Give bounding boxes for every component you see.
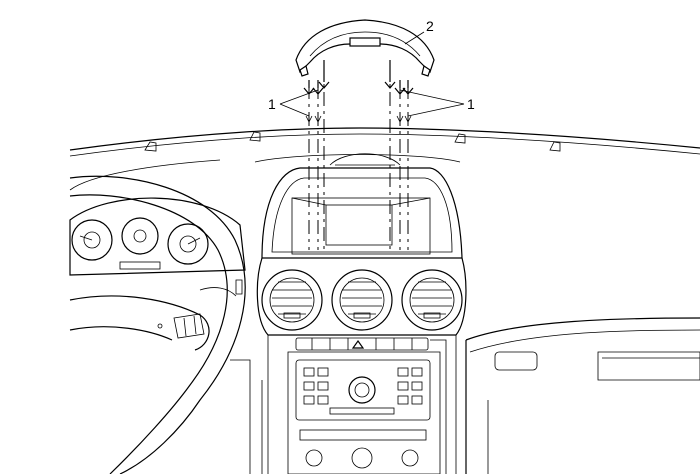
instrument-cluster xyxy=(69,197,246,276)
callout-leaders xyxy=(279,31,465,117)
bezel-callout: 2 xyxy=(426,18,434,34)
steering-wheel xyxy=(69,175,263,474)
passenger-dash xyxy=(430,317,700,474)
clip-callout-left: 1 xyxy=(268,96,276,112)
clip-callout-right: 1 xyxy=(467,96,475,112)
retaining-clips xyxy=(303,60,414,250)
radio-unit xyxy=(287,351,441,474)
air-vent-left xyxy=(261,269,323,331)
center-panel xyxy=(256,257,467,474)
air-vent-right xyxy=(401,269,463,331)
switch-row xyxy=(295,337,429,351)
upper-trim-bezel xyxy=(295,19,435,77)
center-stack-opening xyxy=(261,167,463,259)
air-vent-center xyxy=(331,269,393,331)
defroster-vent xyxy=(254,153,461,166)
dashboard-top-edge xyxy=(69,127,700,191)
